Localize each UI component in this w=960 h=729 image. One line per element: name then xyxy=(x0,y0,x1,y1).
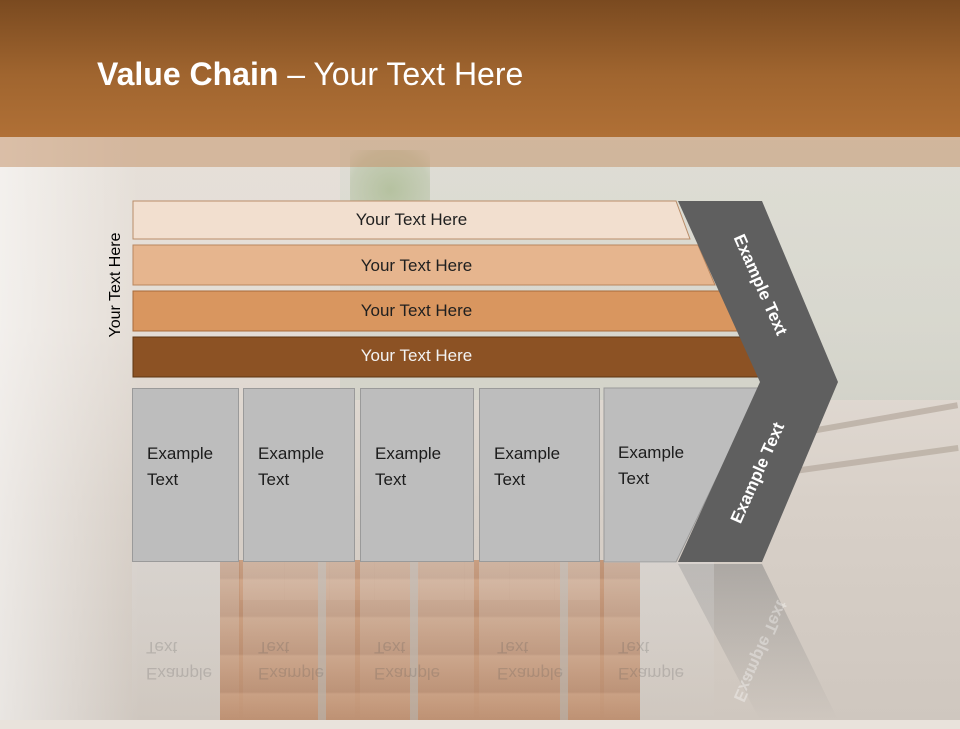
column-5-reflection-label: Example Text xyxy=(618,638,685,683)
column-3-label: Example Text xyxy=(375,444,442,489)
row-3-label: Your Text Here xyxy=(360,301,473,320)
background-stairs xyxy=(220,560,640,720)
column-5-label: Example Text xyxy=(618,443,685,488)
title-bar-band xyxy=(0,137,960,167)
background-post xyxy=(410,560,418,720)
row-shape-1 xyxy=(132,200,691,240)
chevron-arrow xyxy=(678,201,838,562)
row-1-label: Your Text Here xyxy=(355,210,468,229)
column-reflection xyxy=(132,562,239,720)
title-bar xyxy=(0,0,960,137)
column-reflection xyxy=(243,562,355,720)
column-2-label: Example Text xyxy=(258,444,325,489)
slide-title-rest: – Your Text Here xyxy=(278,56,524,92)
column-1: Example Text xyxy=(132,388,239,562)
column-4-label: Example Text xyxy=(494,444,561,489)
row-2-label: Your Text Here xyxy=(360,256,473,275)
column-reflection xyxy=(360,562,474,720)
column-shape-5 xyxy=(603,387,761,563)
column-2-reflection-label: Example Text xyxy=(258,638,325,683)
column-3-reflection-label: Example Text xyxy=(374,638,441,683)
chevron-reflection xyxy=(678,564,838,720)
column-3: Example Text xyxy=(360,388,474,562)
column-4: Example Text xyxy=(479,388,600,562)
column-1-reflection-label: Example Text xyxy=(146,638,213,683)
column-reflection xyxy=(479,562,600,720)
column-4-reflection-label: Example Text xyxy=(497,638,564,683)
column-1-label: Example Text xyxy=(147,444,214,489)
column-reflection xyxy=(604,562,714,720)
slide-title-bold: Value Chain xyxy=(97,56,279,92)
column-2: Example Text xyxy=(243,388,355,562)
row-2: Your Text Here xyxy=(133,247,700,285)
background-post xyxy=(560,560,568,720)
row-1: Your Text Here xyxy=(133,201,690,239)
background-post xyxy=(318,560,326,720)
column-5: Example Text xyxy=(604,388,714,562)
row-shape-2 xyxy=(132,244,716,286)
row-3: Your Text Here xyxy=(133,292,700,330)
row-4: Your Text Here xyxy=(133,337,700,375)
row-4-label: Your Text Here xyxy=(360,346,473,365)
slide-title: Value Chain – Your Text Here xyxy=(97,52,523,96)
